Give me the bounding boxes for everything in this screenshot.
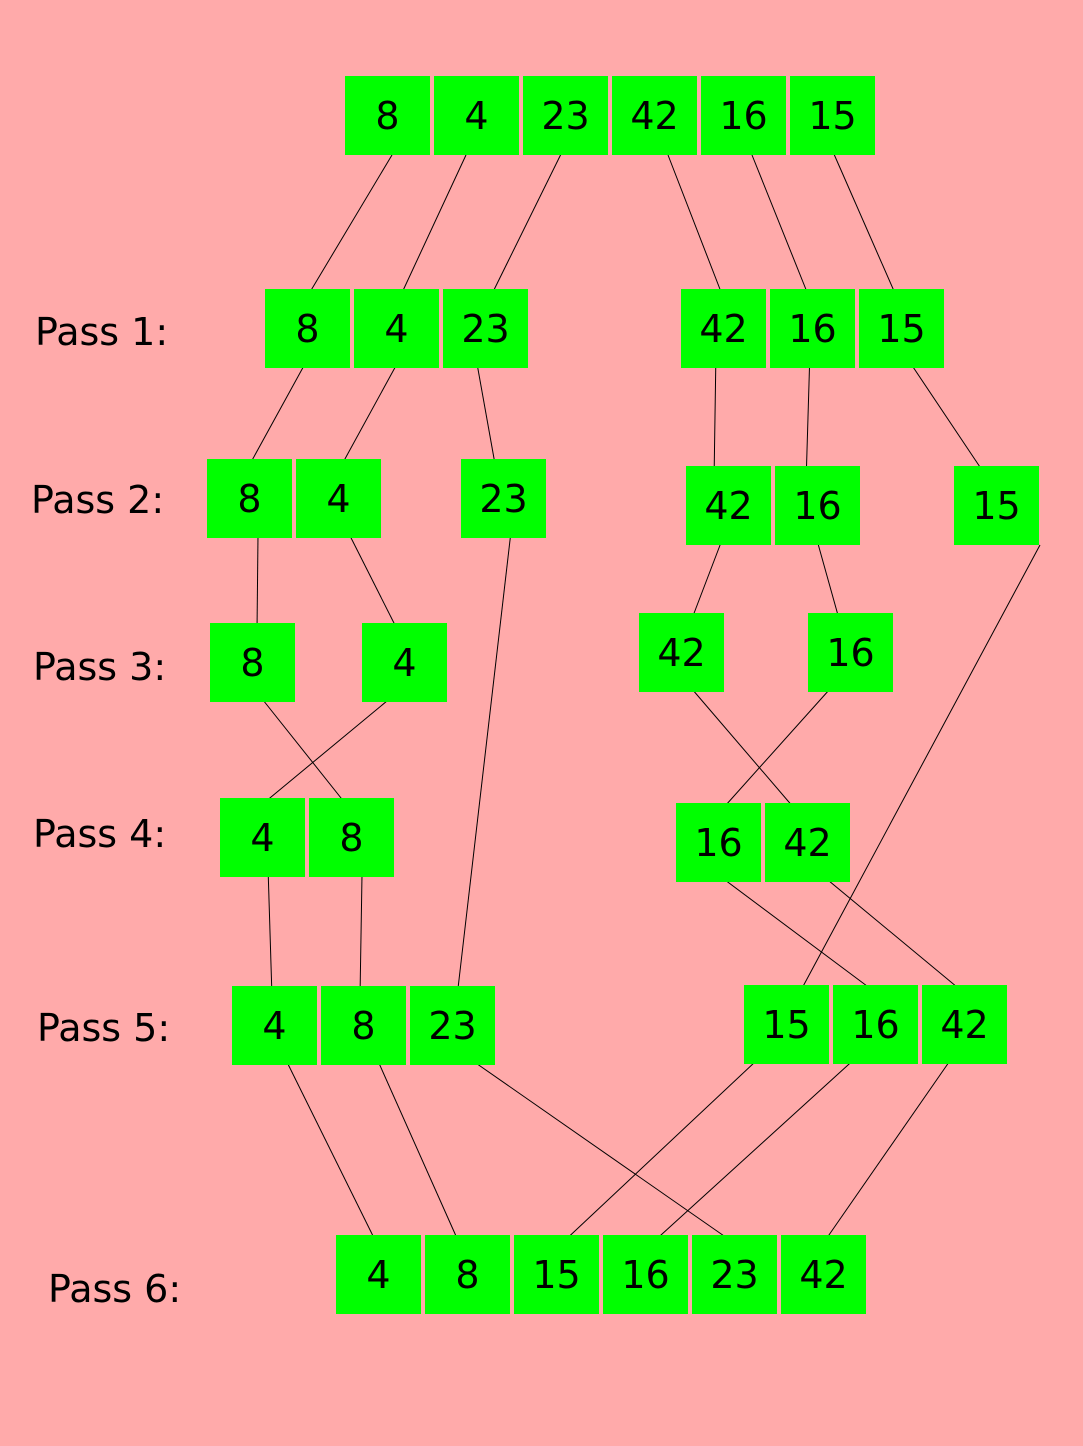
pass-4-label: Pass 4: <box>33 812 167 856</box>
connector-line-23 <box>267 866 273 998</box>
connector-line-11 <box>805 349 811 485</box>
cell-initial-4: 42 <box>612 76 697 155</box>
cell-pass4-1: 4 <box>220 798 305 877</box>
cell-pass6-3: 15 <box>514 1235 599 1314</box>
connector-line-3 <box>487 149 564 303</box>
cell-pass6-5: 23 <box>692 1235 777 1314</box>
connector-line-4 <box>667 154 724 298</box>
connector-line-8 <box>339 361 399 469</box>
cell-pass6-2: 8 <box>425 1235 510 1314</box>
connector-line-31 <box>649 1044 871 1246</box>
cell-pass1-5: 16 <box>770 289 855 368</box>
cell-pass4-2: 8 <box>309 798 394 877</box>
cell-pass4-3: 16 <box>676 803 761 882</box>
connector-line-9 <box>475 357 496 465</box>
connector-line-19 <box>262 699 346 804</box>
connector-line-12 <box>902 351 987 477</box>
cell-initial-2: 4 <box>434 76 519 155</box>
cell-pass2-2: 4 <box>296 459 381 538</box>
connector-line-24 <box>359 874 363 998</box>
connector-line-18 <box>799 544 1041 993</box>
cell-pass5-5: 16 <box>833 985 918 1064</box>
connector-line-6 <box>829 144 902 308</box>
connector-line-2 <box>399 154 467 298</box>
cell-initial-6: 15 <box>790 76 875 155</box>
connector-line-7 <box>249 361 307 465</box>
cell-pass2-6: 15 <box>954 466 1039 545</box>
cell-pass1-1: 8 <box>265 289 350 368</box>
connector-line-30 <box>559 1044 774 1246</box>
pass-6-label: Pass 6: <box>48 1267 182 1311</box>
cell-pass2-4: 42 <box>686 466 771 545</box>
connector-line-32 <box>821 1051 957 1246</box>
connector-line-28 <box>373 1051 461 1246</box>
cell-pass5-1: 4 <box>232 986 317 1065</box>
cell-pass6-6: 42 <box>781 1235 866 1314</box>
cell-pass6-4: 16 <box>603 1235 688 1314</box>
connector-line-5 <box>751 154 810 298</box>
connector-line-1 <box>306 154 393 298</box>
cell-pass1-6: 15 <box>859 289 944 368</box>
cell-pass1-2: 4 <box>354 289 439 368</box>
pass-3-label: Pass 3: <box>33 645 167 689</box>
cell-pass5-6: 42 <box>922 985 1007 1064</box>
connector-line-13 <box>256 534 259 632</box>
pass-5-label: Pass 5: <box>37 1006 171 1050</box>
cell-pass1-4: 42 <box>681 289 766 368</box>
connector-line-10 <box>713 349 717 483</box>
connector-line-17 <box>814 532 842 627</box>
connector-line-15 <box>456 522 513 998</box>
cell-initial-1: 8 <box>345 76 430 155</box>
connector-line-29 <box>459 1051 738 1246</box>
cell-pass3-2: 4 <box>362 623 447 702</box>
cell-pass3-3: 42 <box>639 613 724 692</box>
cell-initial-5: 16 <box>701 76 786 155</box>
cell-pass5-4: 15 <box>744 985 829 1064</box>
connector-line-22 <box>716 679 839 816</box>
connector-line-26 <box>810 865 964 993</box>
connector-line-21 <box>679 674 801 816</box>
cell-pass5-2: 8 <box>321 986 406 1065</box>
cell-pass2-1: 8 <box>207 459 292 538</box>
pass-2-label: Pass 2: <box>31 478 165 522</box>
cell-initial-3: 23 <box>523 76 608 155</box>
connector-line-20 <box>258 695 394 808</box>
cell-pass4-4: 42 <box>765 803 850 882</box>
cell-pass3-1: 8 <box>210 623 295 702</box>
cell-pass2-5: 16 <box>775 466 860 545</box>
cell-pass6-1: 4 <box>336 1235 421 1314</box>
cell-pass2-3: 23 <box>461 459 546 538</box>
connector-line-27 <box>281 1051 376 1241</box>
cell-pass3-4: 16 <box>808 613 893 692</box>
cell-pass5-3: 23 <box>410 986 495 1065</box>
connector-line-25 <box>716 873 876 993</box>
pass-1-label: Pass 1: <box>35 310 169 354</box>
cell-pass1-3: 23 <box>443 289 528 368</box>
